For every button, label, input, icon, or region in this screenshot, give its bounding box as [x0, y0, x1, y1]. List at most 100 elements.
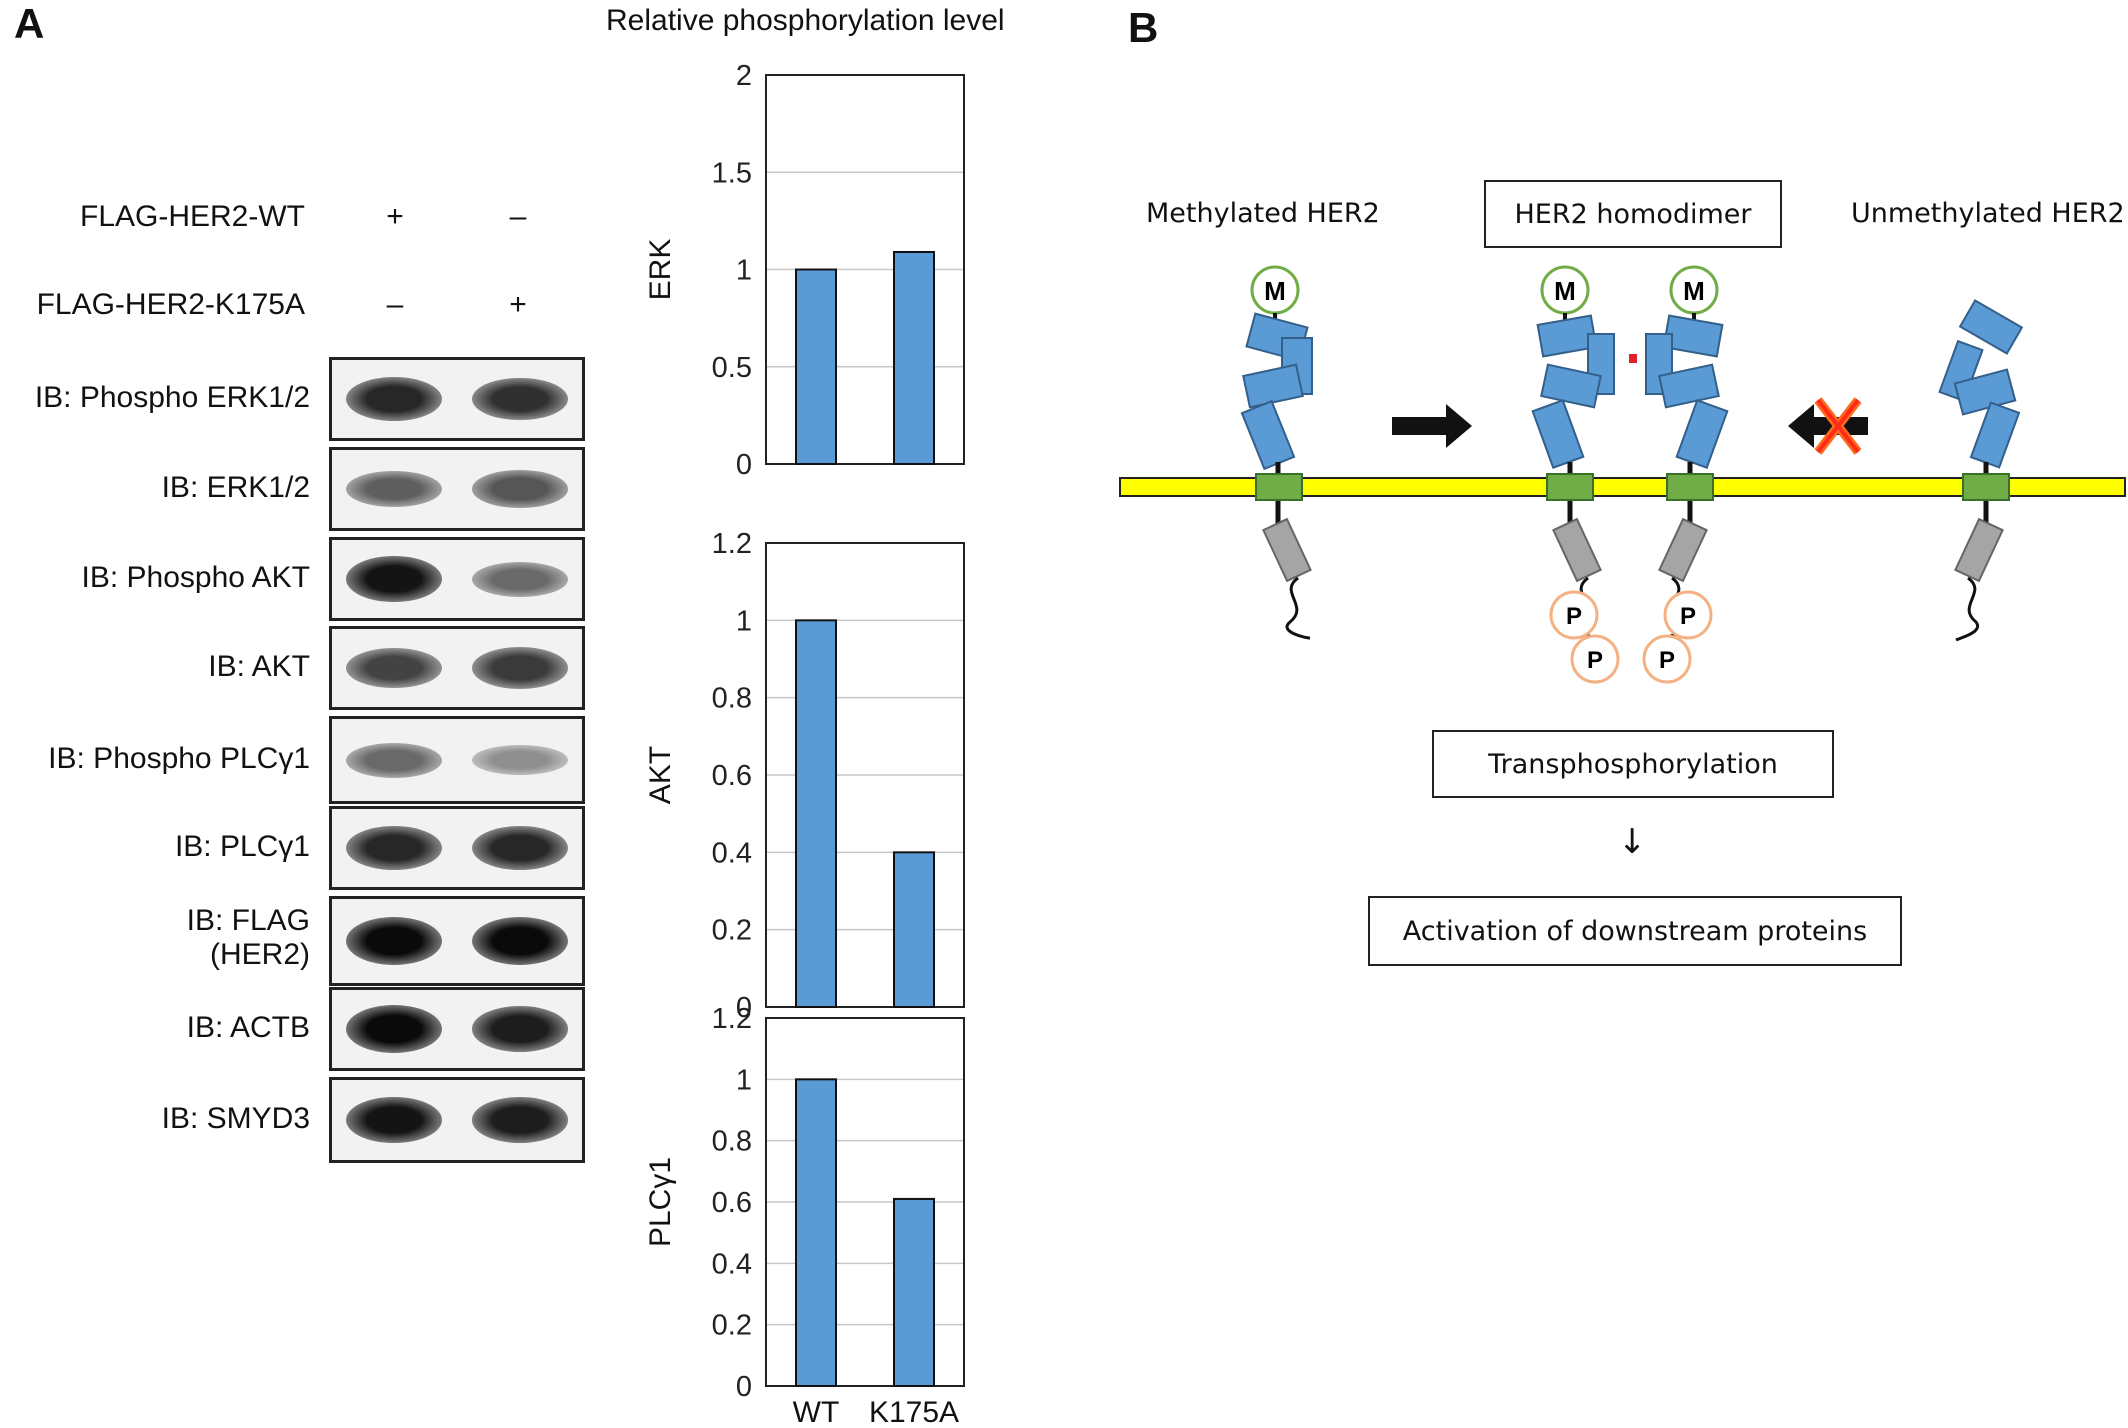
unmethylated-her2-label: Unmethylated HER2: [1851, 198, 2125, 229]
y-axis-label: AKT: [644, 746, 677, 804]
plot-frame: [765, 542, 965, 1008]
blot-label: IB: Phospho ERK1/2: [34, 381, 310, 414]
right-arrow-icon: [1392, 404, 1472, 448]
blot-band: [472, 1097, 568, 1143]
her2-homodimer-label: HER2 homodimer: [1514, 198, 1752, 230]
methylated-her2-receptor: M: [1240, 265, 1313, 640]
activation-box: Activation of downstream proteins: [1368, 896, 1902, 966]
chart-title: Relative phosphorylation level: [606, 4, 1005, 37]
blot-band: [346, 742, 442, 778]
blot-band: [472, 647, 568, 689]
blot-image: [329, 987, 585, 1071]
plot-frame: [765, 1017, 965, 1387]
bar-wt: [795, 1078, 837, 1388]
y-tick-label: 2: [736, 60, 752, 92]
blot-image: [329, 716, 585, 804]
phospho-mark-icon: [1663, 590, 1713, 640]
panel-b-letter: B: [1128, 4, 1159, 51]
y-tick-label: 0: [736, 449, 752, 481]
ecd-domain-1: [1536, 314, 1598, 358]
bar-k175a: [893, 851, 935, 1008]
blot-band: [346, 917, 442, 965]
ecd-domain-1: [1662, 314, 1724, 358]
her2-homodimer-box: HER2 homodimer: [1484, 180, 1782, 248]
y-tick-label: 0.8: [712, 683, 752, 715]
blot-label: IB: SMYD3: [161, 1102, 310, 1135]
c-tail: [1285, 576, 1311, 640]
ecd-domain-4: [1675, 399, 1729, 469]
phospho-mark-icon: [1570, 634, 1620, 684]
blot-image: [329, 357, 585, 441]
ecd-domain-2: [1938, 339, 1984, 403]
phospho-mark-text: P: [1587, 647, 1603, 674]
c-tail: [1955, 576, 1980, 642]
y-tick-label: 0: [736, 1371, 752, 1403]
down-arrow-icon: ↓: [1618, 822, 1647, 862]
cell-membrane: [1119, 477, 2126, 497]
blot-label-line1: IB: FLAG: [186, 904, 310, 937]
condition-wt-lane1: +: [386, 200, 404, 233]
transphosphorylation-label: Transphosphorylation: [1488, 748, 1778, 780]
y-tick-label: 0.8: [712, 1126, 752, 1158]
ecd-domain-4: [1531, 399, 1585, 469]
blot-band: [346, 647, 442, 689]
her2-homodimer: M M P P P P: [1531, 265, 1729, 684]
blot-band: [472, 470, 568, 508]
ecd-domain-4: [1969, 401, 2021, 469]
blot-image: [329, 626, 585, 710]
y-axis-label: ERK: [644, 239, 677, 301]
methylated-her2-label: Methylated HER2: [1146, 198, 1380, 229]
condition-k175a-lane2: +: [509, 288, 527, 321]
blot-image: [329, 896, 585, 986]
transmembrane-domain: [1255, 473, 1303, 501]
left-arrow-icon: [1788, 404, 1868, 448]
blot-band: [472, 825, 568, 871]
bar-wt: [795, 619, 837, 1008]
blot-band: [346, 825, 442, 871]
blot-image: [329, 537, 585, 621]
ecd-domain-3: [1540, 363, 1602, 409]
transmembrane-domain: [1962, 473, 2010, 501]
y-tick-label: 0.5: [712, 352, 752, 384]
kinase-domain: [1658, 517, 1708, 583]
y-tick-label: 1: [736, 605, 752, 637]
x-tick-label: WT: [793, 1396, 840, 1428]
blot-label-line2: (HER2): [209, 938, 310, 971]
phospho-mark-text: P: [1659, 647, 1675, 674]
blot-label: IB: PLCγ1: [174, 830, 310, 863]
ecd-domain-4: [1240, 399, 1296, 471]
methyl-mark-text: M: [1264, 276, 1286, 306]
y-tick-label: 1: [736, 255, 752, 287]
kinase-domain: [1552, 517, 1602, 583]
transmembrane-domain: [1666, 473, 1714, 501]
y-tick-label: 0: [736, 992, 752, 1024]
phospho-mark-text: P: [1680, 603, 1696, 630]
methyl-mark-text: M: [1554, 276, 1576, 306]
y-tick-label: 1.5: [712, 157, 752, 189]
blot-label: IB: AKT: [208, 650, 310, 683]
y-tick-label: 1: [736, 1064, 752, 1096]
blot-label: IB: FLAG(HER2): [0, 904, 310, 972]
y-tick-label: 0.2: [712, 1310, 752, 1342]
y-tick-label: 1.2: [712, 1003, 752, 1035]
y-tick-label: 0.4: [712, 1248, 752, 1280]
ecd-domain-3: [1658, 363, 1720, 409]
y-tick-label: 0.2: [712, 915, 752, 947]
blot-band: [472, 745, 568, 775]
plot-frame: [765, 74, 965, 465]
ecd-domain-3: [1242, 363, 1304, 409]
blot-band: [346, 555, 442, 603]
y-tick-label: 1.2: [712, 528, 752, 560]
bar-k175a: [893, 1197, 935, 1388]
blot-band: [346, 470, 442, 508]
transmembrane-domain: [1546, 473, 1594, 501]
kinase-domain: [1262, 517, 1312, 583]
x-tick-label: K175A: [869, 1396, 959, 1428]
blot-band: [346, 376, 442, 422]
y-axis-label: PLCγ1: [644, 1157, 677, 1247]
phospho-mark-icon: [1642, 634, 1692, 684]
blot-image: [329, 1077, 585, 1163]
dimer-interface: [1629, 354, 1637, 363]
blot-image: [329, 447, 585, 531]
condition-label-k175a: FLAG-HER2-K175A: [36, 288, 305, 321]
